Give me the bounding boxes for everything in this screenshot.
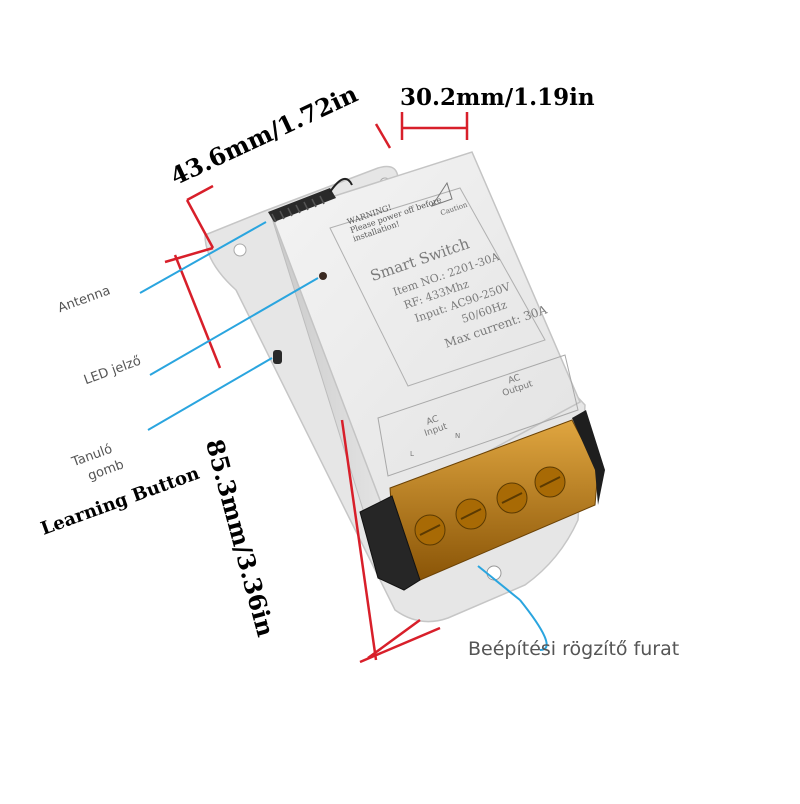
terminal-screws (414, 466, 566, 546)
learning-button[interactable] (273, 350, 282, 364)
callout-lines (139, 221, 548, 651)
terminal-frame (377, 354, 579, 477)
warning-triangle (430, 181, 453, 207)
terminal-n-label: N (455, 432, 461, 440)
mounting-hole-label: Beépítési rögzítő furat (468, 638, 680, 660)
terminal-l-label: L (410, 450, 414, 458)
terminal-block (359, 495, 421, 591)
led-indicator (319, 272, 327, 280)
terminal-block-right (572, 410, 605, 505)
mounting-hole-top (233, 243, 247, 257)
antenna-spring (268, 177, 353, 223)
dimension-lines (164, 112, 469, 664)
dimension-depth: 30.2mm/1.19in (400, 84, 595, 111)
label-frame (329, 187, 546, 387)
housing-front (271, 151, 581, 510)
